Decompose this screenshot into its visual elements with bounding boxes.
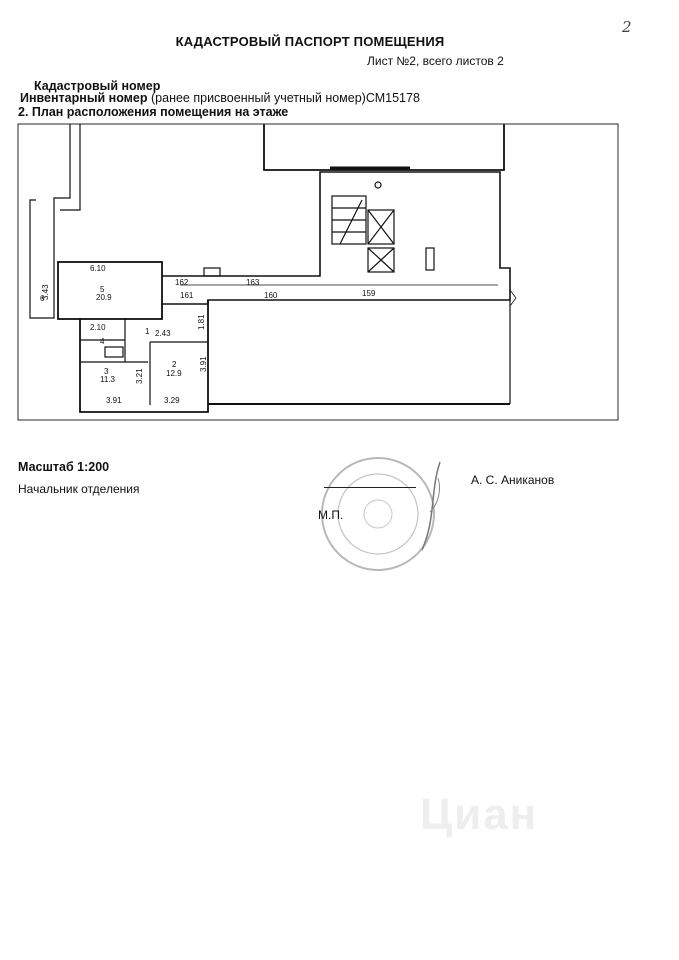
room5-area: 20.9: [96, 293, 112, 302]
dim-room1-height: 1.81: [197, 314, 206, 330]
signer-name: А. С. Аниканов: [471, 473, 555, 487]
dim-room3-width: 3.91: [106, 396, 122, 405]
dim-room1-width: 2.43: [155, 329, 171, 338]
room4-number: 4: [100, 337, 105, 346]
corridor-159: 159: [362, 289, 376, 298]
room3-number: 3: [104, 367, 109, 376]
cadastral-number-label: Кадастровый номер: [34, 79, 161, 93]
stamp-place-label: М.П.: [318, 508, 344, 522]
inventory-number-line: Инвентарный номер (ранее присвоенный уче…: [20, 91, 420, 105]
room2-number: 2: [172, 360, 177, 369]
corridor-160: 160: [264, 291, 278, 300]
corridor-163: 163: [246, 278, 260, 287]
dim-room5-width: 6.10: [90, 264, 106, 273]
room3-area: 11.3: [100, 375, 116, 384]
dim-room2-height: 3.91: [199, 356, 208, 372]
dim-room2-width: 3.29: [164, 396, 180, 405]
inventory-label: Инвентарный номер: [20, 91, 148, 105]
round-stamp: [321, 457, 441, 571]
inventory-value: СМ15178: [365, 91, 420, 105]
document-title: КАДАСТРОВЫЙ ПАСПОРТ ПОМЕЩЕНИЯ: [175, 34, 445, 49]
watermark-logo: Циан: [420, 790, 539, 839]
plan-walls: [17, 123, 619, 421]
section-title: 2. План расположения помещения на этаже: [18, 105, 289, 119]
room6-number: 6: [40, 294, 45, 303]
dim-room5-height: 3.43: [41, 284, 50, 300]
signature-line: [324, 487, 416, 488]
position-label: Начальник отделения: [18, 482, 140, 496]
floor-plan: 6.10 5 20.9 3.43 6 2.10 4 1 2.43 1.81 3 …: [17, 123, 619, 421]
corridor-162: 162: [175, 278, 189, 287]
dim-room3-height: 3.21: [135, 368, 144, 384]
scale-label: Масштаб 1:200: [18, 460, 110, 474]
dim-room4-width: 2.10: [90, 323, 106, 332]
sheet-info: Лист №2, всего листов 2: [367, 54, 504, 68]
inventory-note: (ранее присвоенный учетный номер): [151, 91, 366, 105]
corner-mark: 2: [622, 18, 632, 36]
room1-number: 1: [145, 327, 150, 336]
room2-area: 12.9: [166, 369, 182, 378]
room5-number: 5: [100, 285, 105, 294]
corridor-161: 161: [180, 291, 194, 300]
